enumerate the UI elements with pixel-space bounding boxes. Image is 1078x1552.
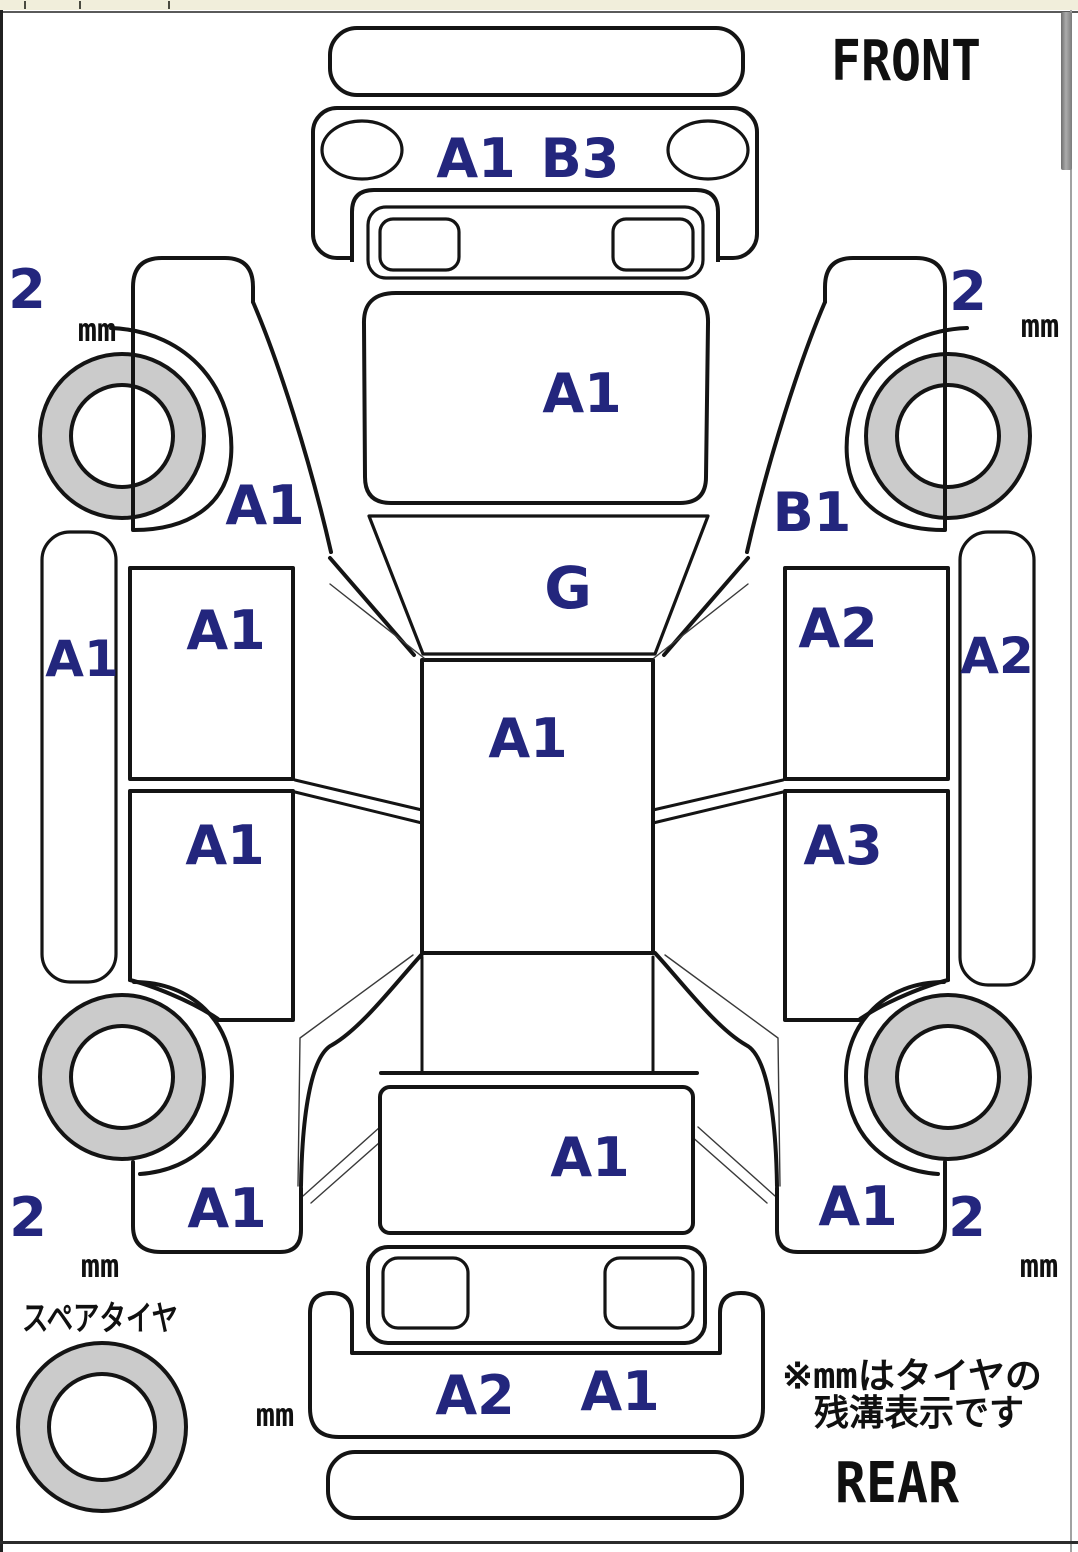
right-front-door-panel (783, 566, 950, 781)
left-rear-quarter-panel (131, 1160, 303, 1254)
right-sill-code: A2 (960, 627, 1034, 685)
frame-border-bottom (0, 1541, 1078, 1544)
tread-front-right-unit: mm (1021, 307, 1060, 345)
left-rear-door-panel (128, 789, 295, 1022)
right-rear-door-panel (783, 789, 950, 1022)
windshield-code: G (544, 554, 592, 622)
frame-border-left (0, 10, 3, 1552)
tread-front-left-value: 2 (8, 258, 46, 321)
right-front-fender-code: B1 (773, 481, 852, 544)
ruler-tick (24, 1, 26, 9)
tailgate-panel (378, 1085, 695, 1235)
left-rear-wheel-arch (132, 980, 234, 1176)
hood-panel (361, 291, 711, 505)
windshield-panel (367, 514, 710, 656)
right-sill-panel (958, 530, 1036, 987)
right-rear-quarter-code: A1 (818, 1175, 897, 1238)
rear-header-label: REAR (835, 1451, 959, 1516)
tailgate-code: A1 (550, 1126, 629, 1189)
right-rear-quarter-panel (775, 1160, 947, 1254)
left-front-door-code: A1 (186, 599, 265, 662)
front-grille-box (611, 217, 695, 272)
right-front-fender-outline (823, 256, 947, 532)
right-c-pillar-line (653, 951, 779, 1188)
left-front-fender-code: A1 (225, 474, 304, 537)
tread-rear-right-value: 2 (948, 1186, 986, 1249)
right-a-pillar-inner-line (653, 583, 749, 659)
rear-bumper-mm-label: mm (256, 1396, 295, 1434)
right-front-wheel-arch (844, 326, 969, 532)
front-bumper-code-2: B3 (541, 127, 620, 190)
tread-front-right-value: 2 (949, 260, 987, 323)
left-sill-code: A1 (45, 630, 119, 688)
front-left-tire-icon (38, 352, 206, 520)
right-b-pillar-lines (651, 778, 785, 825)
rear-right-tire-icon (864, 993, 1032, 1161)
frame-border-right (1070, 10, 1072, 1552)
left-sill-panel (40, 530, 118, 984)
left-c-pillar-inner-line (297, 954, 414, 1187)
hood-code: A1 (542, 362, 621, 425)
tread-rear-left-unit: mm (81, 1247, 120, 1285)
front-bumper-top-bar (328, 26, 745, 97)
left-front-fender-edge (251, 300, 333, 554)
right-rear-wheel-arch (844, 980, 946, 1176)
roof-code: A1 (488, 707, 567, 770)
tread-note-line2: 残溝表示です (814, 1393, 1024, 1434)
left-rear-quarter-code: A1 (187, 1177, 266, 1240)
right-c-pillar-inner-line (664, 954, 781, 1187)
page-top-strip (0, 0, 1078, 10)
spare-tire-icon (16, 1341, 188, 1513)
tread-front-left-unit: mm (78, 311, 117, 349)
left-front-door-panel (128, 566, 295, 781)
left-headlight-icon (320, 119, 404, 181)
tailgate-opening-edges (420, 955, 655, 1075)
rear-bumper-code-right: A1 (580, 1360, 659, 1423)
ruler-tick (79, 1, 81, 9)
right-front-fender-edge (745, 300, 827, 554)
left-front-fender-outline (131, 256, 255, 532)
left-c-pillar-line (299, 951, 425, 1188)
left-quarter-window-lines (302, 1126, 389, 1204)
left-a-pillar-inner-line (329, 583, 425, 659)
frame-border-top (0, 11, 1078, 13)
tread-rear-left-value: 2 (9, 1186, 47, 1249)
front-bumper-code-1: A1 (436, 127, 515, 190)
rear-left-tire-icon (38, 993, 206, 1161)
front-license-plate (378, 217, 461, 272)
left-b-pillar-lines (293, 778, 424, 825)
right-front-door-code: A2 (798, 597, 877, 660)
right-quarter-window-lines (689, 1126, 776, 1204)
scrollbar-thumb[interactable] (1061, 12, 1072, 170)
left-rear-door-code: A1 (185, 814, 264, 877)
rear-bumper-code-left: A2 (435, 1364, 514, 1427)
front-header-label: FRONT (831, 29, 981, 94)
front-right-tire-icon (864, 352, 1032, 520)
right-headlight-icon (666, 119, 750, 181)
rear-bumper-lower-bar (326, 1450, 744, 1520)
right-taillight-icon (603, 1256, 695, 1330)
ruler-tick (168, 1, 170, 9)
spare-tire-label: スペアタイヤ (22, 1299, 178, 1339)
rear-bumper-panel (308, 1291, 765, 1439)
tread-rear-right-unit: mm (1020, 1247, 1059, 1285)
roof-panel (420, 658, 655, 955)
left-front-wheel-arch (109, 326, 234, 532)
tread-note-line1: ※mmはタイヤの (782, 1356, 1042, 1397)
right-rear-door-code: A3 (803, 814, 882, 877)
left-taillight-icon (381, 1256, 470, 1330)
